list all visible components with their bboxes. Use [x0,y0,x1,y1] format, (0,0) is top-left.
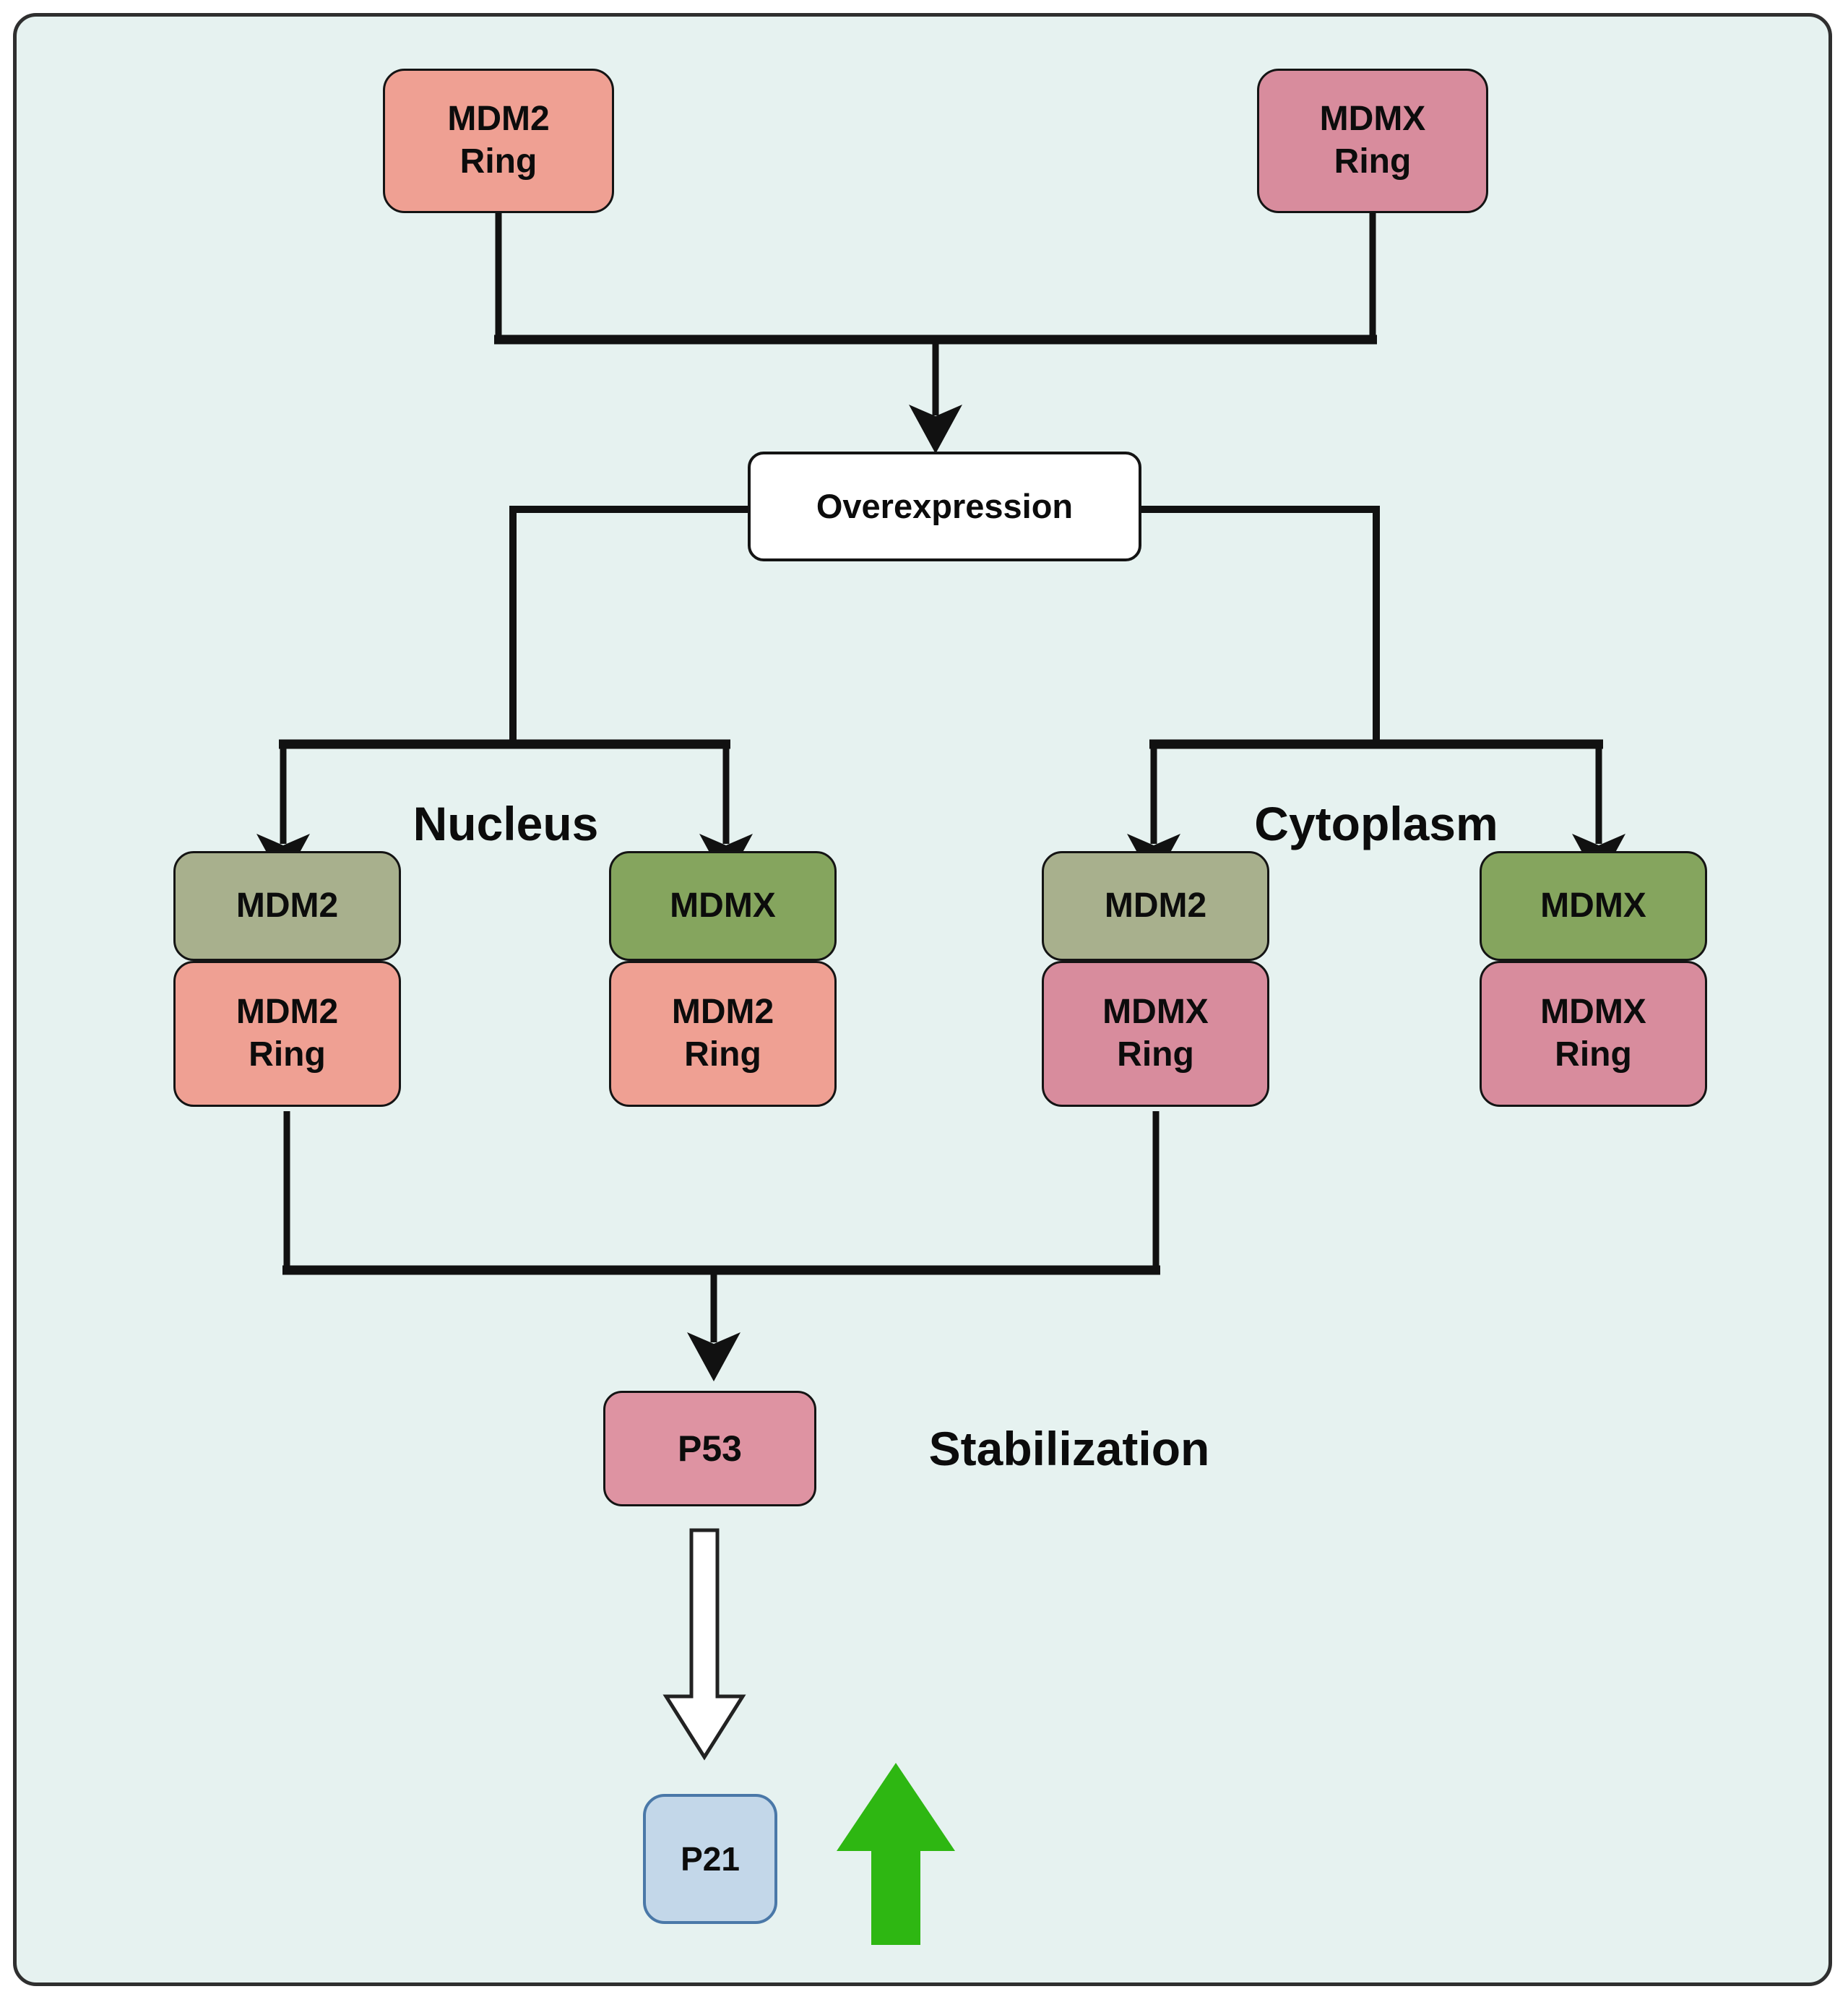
complex-nucleus-1-top: MDM2 [173,851,401,961]
label-cytoplasm: Cytoplasm [1254,797,1498,850]
complex-nucleus-2-top: MDMX [609,851,837,961]
label-stabilization: Stabilization [928,1422,1210,1475]
complex-cytoplasm-1-bottom: MDMX Ring [1042,961,1269,1107]
complex-cytoplasm-2-bottom: MDMX Ring [1480,961,1707,1107]
node-p53: P53 [603,1391,816,1506]
complex-cytoplasm-2-top: MDMX [1480,851,1707,961]
label-nucleus: Nucleus [413,797,599,850]
node-p21: P21 [643,1794,777,1924]
complex-cytoplasm-1-top: MDM2 [1042,851,1269,961]
node-mdmx-ring-source: MDMX Ring [1257,69,1488,213]
complex-nucleus-1-bottom: MDM2 Ring [173,961,401,1107]
node-mdm2-ring-source: MDM2 Ring [383,69,614,213]
node-overexpression: Overexpression [748,452,1141,561]
complex-nucleus-2-bottom: MDM2 Ring [609,961,837,1107]
